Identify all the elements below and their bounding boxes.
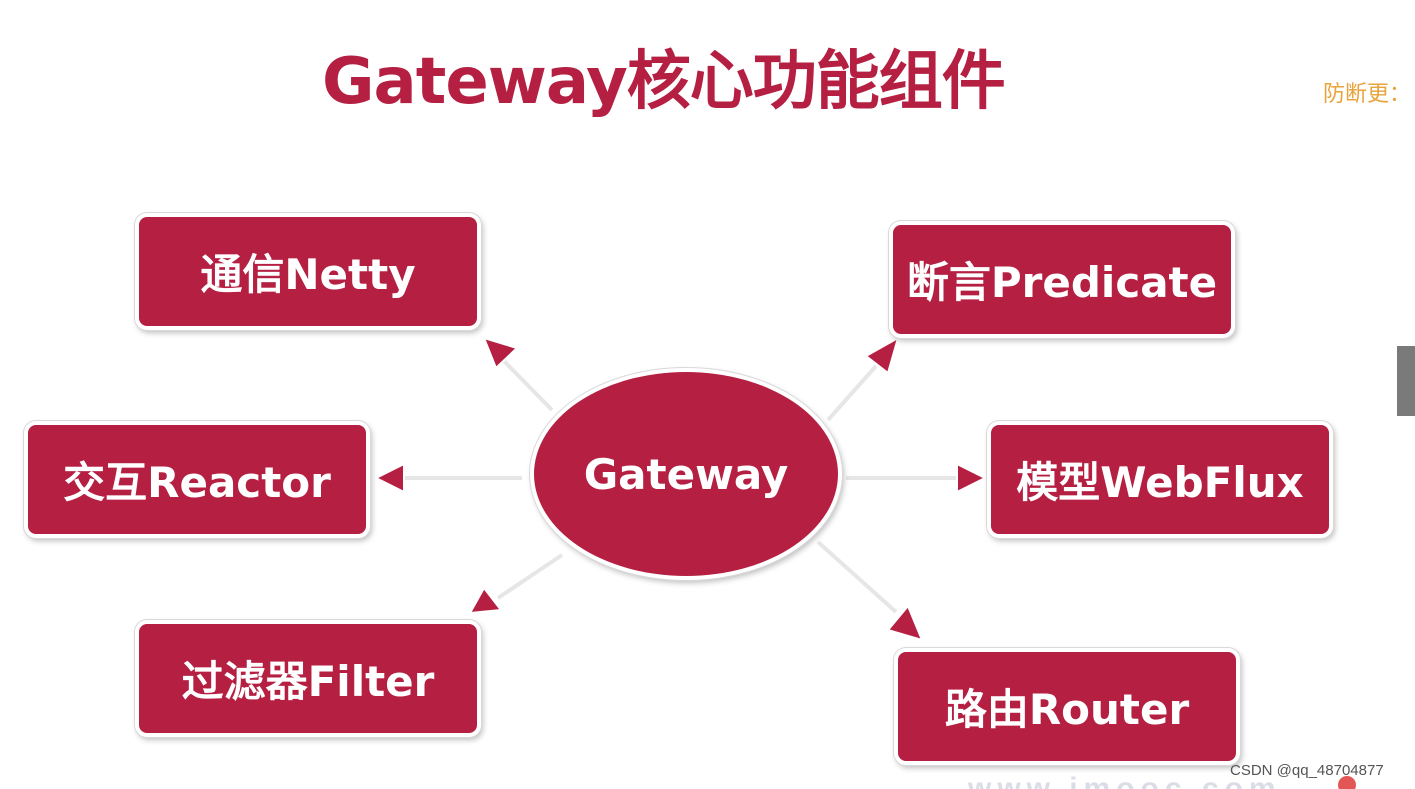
- scrollbar-handle[interactable]: [1397, 346, 1415, 416]
- arrow-to-filter: [496, 553, 564, 600]
- node-webflux: 模型WebFlux: [987, 421, 1333, 538]
- node-router-label: 路由Router: [944, 685, 1190, 734]
- gateway-hub-label: Gateway: [583, 449, 789, 499]
- node-netty: 通信Netty: [135, 213, 481, 330]
- arrow-to-netty: [501, 358, 554, 412]
- node-predicate-label: 断言Predicate: [906, 258, 1218, 307]
- node-reactor: 交互Reactor: [24, 421, 370, 538]
- slide-title: Gateway核心功能组件: [322, 45, 1006, 119]
- arrowhead-webflux-icon: [956, 462, 988, 494]
- node-reactor-label: 交互Reactor: [63, 458, 331, 507]
- node-filter-label: 过滤器Filter: [181, 657, 435, 706]
- arrowhead-router-icon: [886, 604, 924, 642]
- node-filter: 过滤器Filter: [135, 620, 481, 737]
- node-predicate: 断言Predicate: [889, 221, 1235, 338]
- arrow-to-predicate: [826, 364, 878, 422]
- arrowhead-netty-icon: [482, 336, 519, 370]
- node-webflux-label: 模型WebFlux: [1016, 458, 1304, 507]
- arrow-to-router: [816, 540, 898, 614]
- node-router: 路由Router: [894, 648, 1240, 765]
- footer-credit: CSDN @qq_48704877: [1230, 762, 1384, 779]
- arrowhead-filter-icon: [468, 586, 503, 615]
- node-netty-label: 通信Netty: [200, 250, 416, 299]
- footer-site-watermark: www.imooc.com: [968, 775, 1282, 789]
- imooc-logo-icon: [1338, 776, 1356, 789]
- watermark-text: 防断更：: [1323, 82, 1412, 107]
- arrowhead-reactor-icon: [373, 462, 405, 494]
- gateway-hub: Gateway: [530, 368, 842, 580]
- arrowhead-predicate-icon: [864, 335, 900, 375]
